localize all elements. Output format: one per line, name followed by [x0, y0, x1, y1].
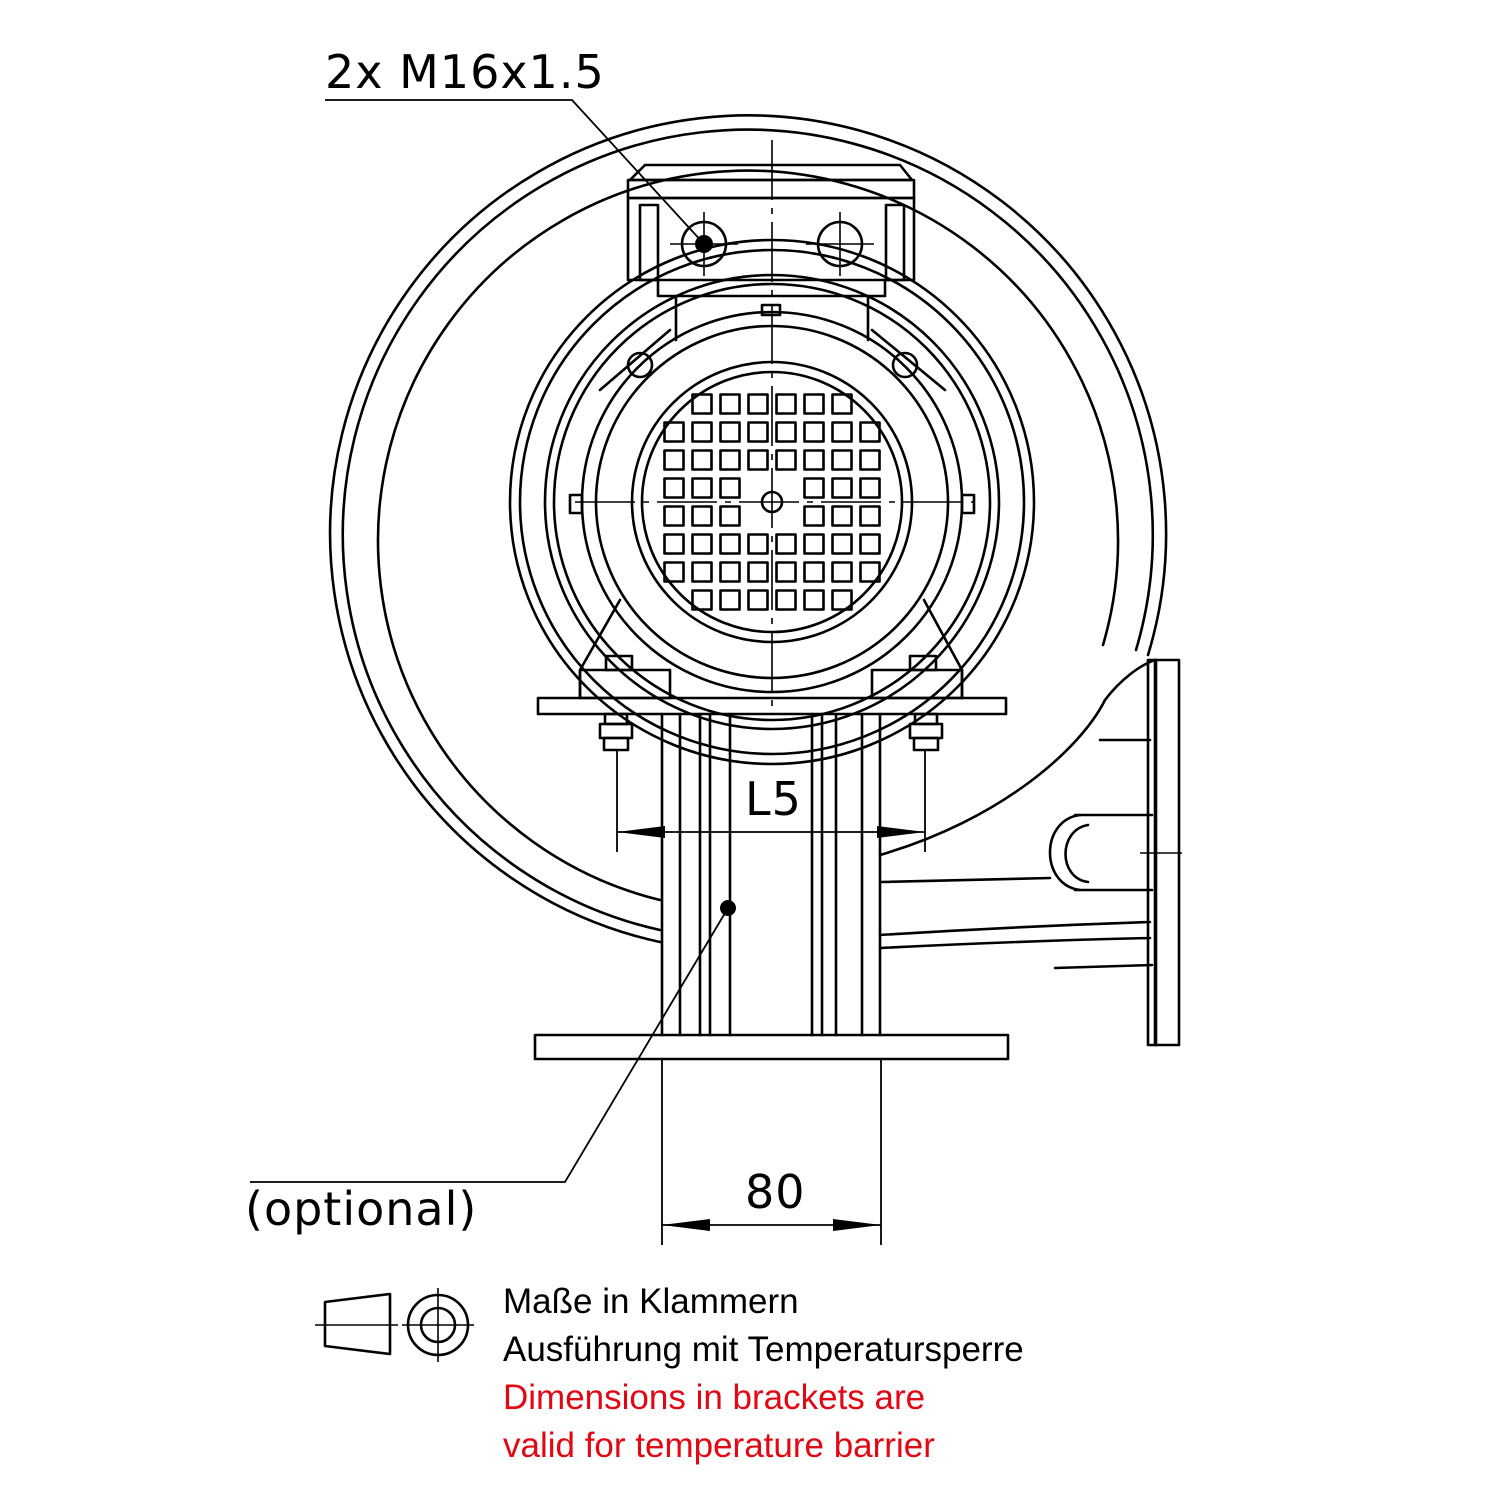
grille-opening — [747, 533, 769, 555]
grille-opening — [803, 505, 825, 527]
dimension-80 — [661, 1059, 882, 1245]
grille-opening — [719, 393, 741, 415]
grille-opening — [775, 533, 797, 555]
grille-opening — [803, 561, 825, 583]
grille-opening — [719, 561, 741, 583]
dimension-80-label: 80 — [745, 1165, 806, 1219]
note-de-line1: Maße in Klammern — [503, 1282, 799, 1321]
grille-opening — [691, 477, 713, 499]
grille-opening — [831, 477, 853, 499]
grille-opening — [831, 589, 853, 611]
grille-opening — [859, 421, 881, 443]
grille-opening — [691, 449, 713, 471]
grille-opening — [775, 421, 797, 443]
grille-opening — [859, 561, 881, 583]
grille-opening — [719, 589, 741, 611]
grille-opening — [719, 477, 741, 499]
volute-housing — [328, 114, 1168, 970]
outlet-flange — [1048, 658, 1182, 1047]
leader-thread — [325, 99, 705, 245]
grille-opening — [859, 477, 881, 499]
grille-opening — [691, 421, 713, 443]
pedestal — [533, 696, 1010, 1061]
centre-lines — [575, 140, 975, 715]
grille-opening — [859, 505, 881, 527]
grille-opening — [831, 449, 853, 471]
grille-opening — [663, 533, 685, 555]
grille-opening — [663, 505, 685, 527]
dimension-l5 — [616, 750, 926, 852]
grille-opening — [691, 589, 713, 611]
grille-opening — [719, 533, 741, 555]
note-de-line2: Ausführung mit Temperatursperre — [503, 1330, 1024, 1369]
grille-opening — [747, 561, 769, 583]
optional-label: (optional) — [245, 1182, 477, 1236]
grille-opening — [747, 421, 769, 443]
grille-opening — [663, 477, 685, 499]
grille-opening — [663, 449, 685, 471]
grille-opening — [859, 533, 881, 555]
grille-opening — [803, 449, 825, 471]
grille-opening — [831, 393, 853, 415]
grille-opening — [859, 449, 881, 471]
grille-opening — [775, 589, 797, 611]
grille-opening — [831, 505, 853, 527]
grille-opening — [691, 561, 713, 583]
thread-label: 2x M16x1.5 — [325, 45, 605, 99]
grille-opening — [831, 561, 853, 583]
grille-opening — [663, 421, 685, 443]
leader-optional — [250, 900, 736, 1183]
grille-opening — [719, 449, 741, 471]
grille-opening — [803, 393, 825, 415]
grille-opening — [803, 421, 825, 443]
note-en-line1: Dimensions in brackets are — [503, 1378, 926, 1417]
grille-opening — [831, 533, 853, 555]
grille-opening — [747, 393, 769, 415]
grille-opening — [775, 561, 797, 583]
grille-opening — [803, 533, 825, 555]
grille-opening — [691, 533, 713, 555]
grille-opening — [691, 393, 713, 415]
grille-opening — [775, 393, 797, 415]
grille-opening — [663, 561, 685, 583]
projection-symbol-icon — [315, 1288, 474, 1362]
grille-opening — [803, 477, 825, 499]
grille-opening — [775, 449, 797, 471]
grille-opening — [803, 589, 825, 611]
grille-opening — [831, 421, 853, 443]
grille-opening — [719, 505, 741, 527]
note-en-line2: valid for temperature barrier — [503, 1426, 935, 1465]
fan-cover-grille — [663, 393, 881, 611]
grille-opening — [747, 589, 769, 611]
grille-opening — [719, 421, 741, 443]
grille-opening — [747, 449, 769, 471]
grille-opening — [691, 505, 713, 527]
dimension-l5-label: L5 — [745, 772, 802, 826]
